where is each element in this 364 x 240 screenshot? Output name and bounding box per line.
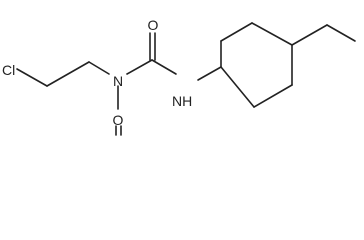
- nitroso-n-label: N: [113, 73, 123, 89]
- bond-ch2-ch2: [46, 61, 90, 87]
- amine-nh-label: NH: [172, 93, 192, 109]
- ring-bond-2: [220, 22, 253, 42]
- bond-ring-ethyl-ch2: [291, 24, 328, 46]
- bond-cl-ch2: [16, 68, 48, 87]
- atom-labels: Cl N O O NH: [2, 17, 192, 128]
- chlorine-label: Cl: [2, 62, 15, 78]
- ring-bond-3: [251, 22, 293, 46]
- carbonyl-o-label: O: [148, 17, 159, 33]
- nitroso-o-label: O: [113, 112, 124, 128]
- bond-ch2-n: [88, 61, 110, 75]
- ring-bond-5: [253, 84, 293, 108]
- bond-carbonyl-c-nh: [151, 59, 177, 75]
- ring-bond-6: [220, 66, 255, 108]
- bond-nh-ring: [197, 66, 222, 81]
- bonds: [16, 22, 356, 136]
- bond-n-carbonyl-c: [126, 59, 153, 75]
- bond-ethyl-ch3: [326, 24, 356, 42]
- structure-diagram: Cl N O O NH: [2, 17, 356, 136]
